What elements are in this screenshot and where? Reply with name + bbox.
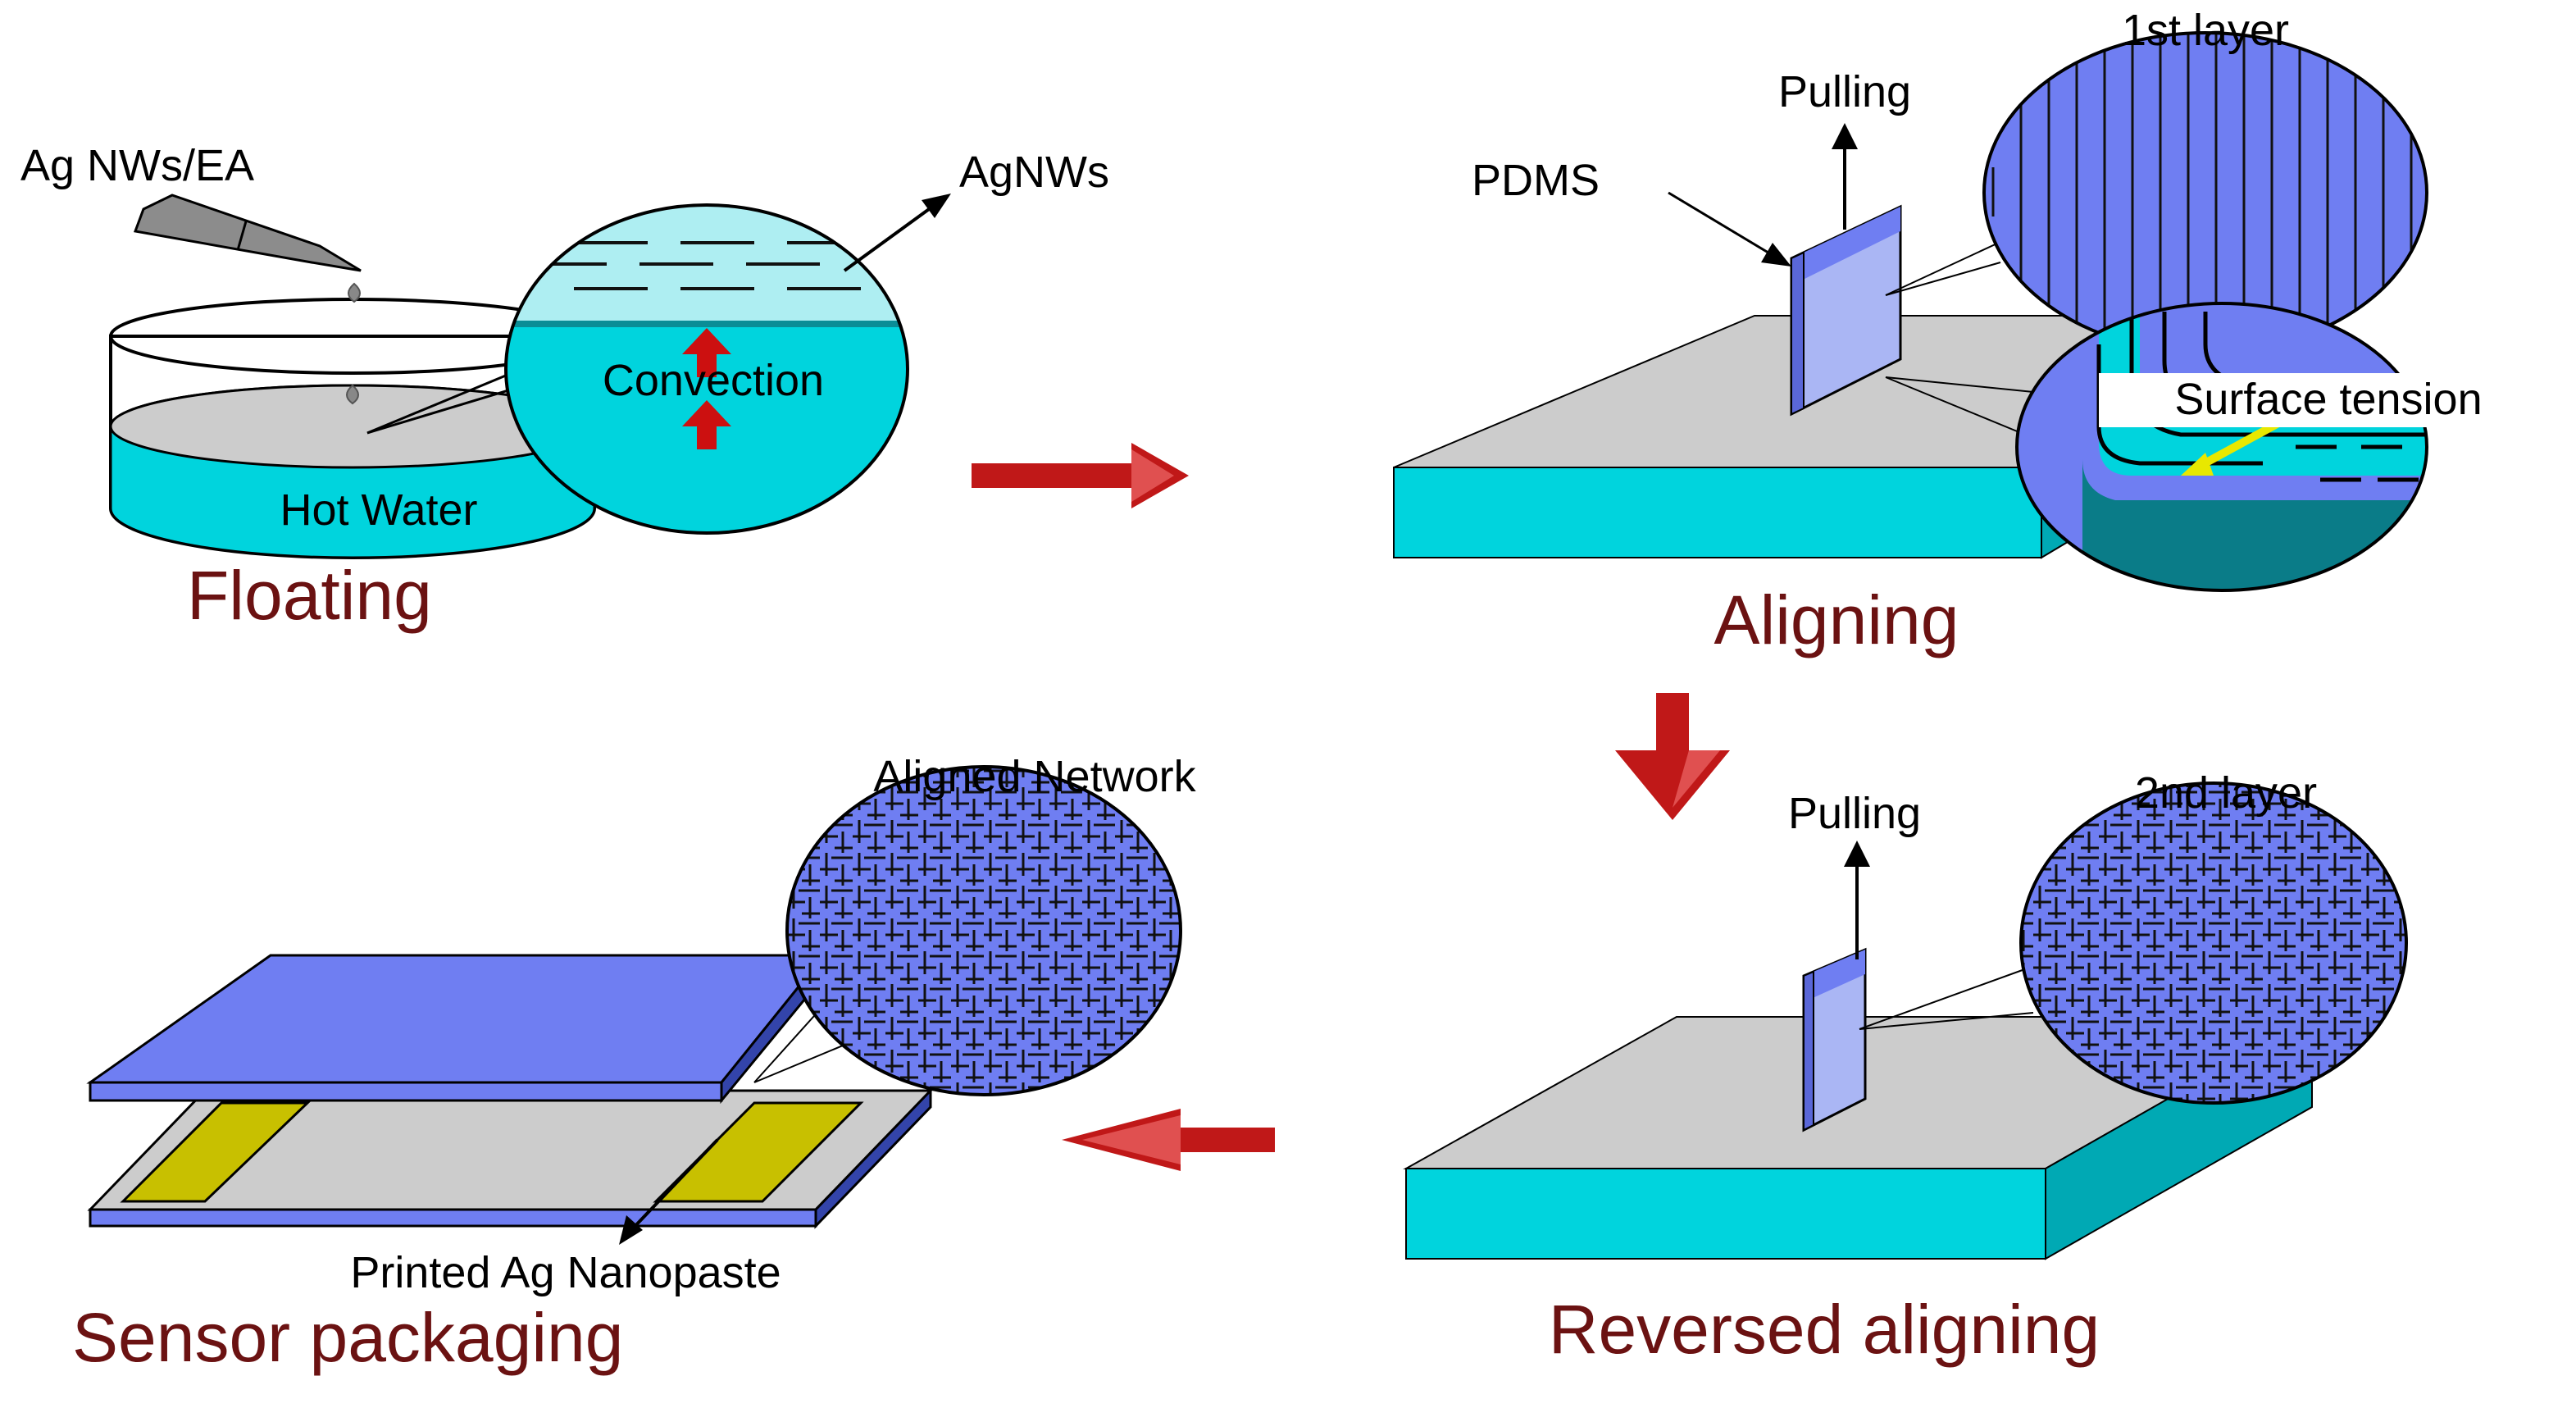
pdms-slide: [1790, 204, 1902, 417]
syringe-icon: [133, 194, 362, 405]
first-layer-magnifier: [1984, 33, 2427, 353]
surface-tension-arrow-icon: [2181, 453, 2214, 476]
convection-arrow-icon: [682, 328, 731, 449]
reversed-pulling-arrow-icon: [1844, 841, 1870, 867]
syringe-label: Ag NWs/EA: [20, 141, 254, 190]
arrow-right-icon: [972, 443, 1189, 508]
hot-water-label: Hot Water: [280, 485, 477, 535]
surface-tension-label: Surface tension: [2174, 375, 2482, 424]
reversed-pulling-label: Pulling: [1788, 789, 1921, 838]
nanopaste-label: Printed Ag Nanopaste: [350, 1248, 781, 1297]
agnws-label: AgNWs: [959, 148, 1109, 197]
floating-stage: Hot Water Ag NWs/EA: [20, 141, 1109, 634]
reversed-aligning-stage: Pulling 2nd layer Reversed aligning: [1403, 768, 2408, 1368]
pulling-arrow-icon: [1832, 123, 1858, 149]
aligning-pulling-label: Pulling: [1778, 67, 1911, 116]
second-layer-magnifier: [2021, 783, 2406, 1103]
reversed-aligning-title: Reversed aligning: [1549, 1291, 2100, 1368]
aligning-title: Aligning: [1714, 581, 1959, 658]
aligned-network-label: Aligned Network: [873, 752, 1196, 801]
aligned-film: [86, 954, 827, 1084]
second-layer-label: 2nd layer: [2135, 768, 2317, 818]
convection-label: Convection: [603, 356, 824, 405]
pdms-label: PDMS: [1472, 156, 1600, 205]
arrow-left-icon: [1062, 1109, 1275, 1171]
beaker: Hot Water: [109, 298, 596, 559]
first-layer-label: 1st layer: [2122, 6, 2289, 55]
right-electrode: [653, 1101, 864, 1203]
sensor-packaging-stage: Printed Ag Nanopaste Aligned Network Sen…: [72, 752, 1197, 1376]
left-electrode: [120, 1101, 311, 1203]
sensor-packaging-title: Sensor packaging: [72, 1299, 623, 1376]
pdms-slide-reversed: [1802, 947, 1867, 1132]
floating-title: Floating: [187, 557, 432, 634]
aligned-network-magnifier: [787, 767, 1181, 1095]
arrow-down-icon: [1615, 693, 1730, 820]
aligning-stage: Pulling PDMS 1st layer: [1393, 6, 2558, 658]
